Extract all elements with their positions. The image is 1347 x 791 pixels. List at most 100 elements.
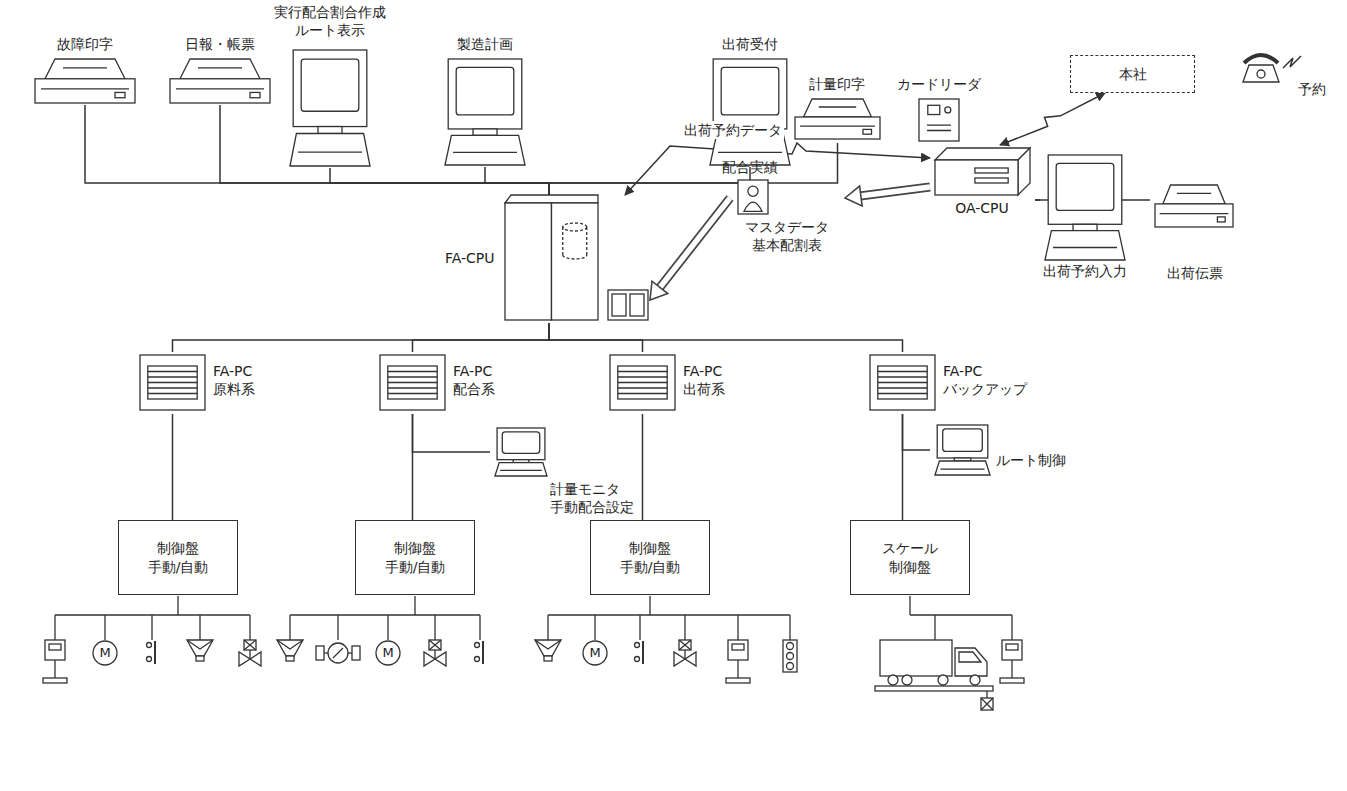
device-icon-part-part <box>41 68 129 89</box>
device-icon-part-part <box>937 425 988 458</box>
text-group: 出荷伝票 <box>1167 264 1223 282</box>
field-device-group-part <box>147 643 152 648</box>
text-group: 計量モニタ 手動配合設定 <box>550 480 640 516</box>
device-icon-part-part <box>453 152 517 153</box>
field-device-group-part <box>239 652 261 666</box>
device-icon-part <box>870 355 935 410</box>
field-device-group-part <box>482 641 484 664</box>
field-device-group-part <box>783 640 797 672</box>
field-device-group-part <box>316 646 324 660</box>
device-icon-part-part <box>456 67 514 115</box>
device-icon-part <box>935 425 990 475</box>
connector-line <box>412 414 413 520</box>
field-device-group-part <box>875 686 993 691</box>
connector-line <box>413 323 550 352</box>
device-icon-part-part <box>45 59 125 79</box>
device-icon-part-part <box>318 127 342 134</box>
text-group: カードリーダ <box>897 75 981 93</box>
data-transfer-arrow-part <box>860 187 930 196</box>
device-icon-part-part <box>1045 231 1125 260</box>
node-label: マスタデータ 基本配割表 <box>740 218 835 254</box>
field-device-group-part <box>290 596 480 640</box>
connector-line <box>172 414 173 520</box>
device-icon-part-part <box>738 180 768 214</box>
printer-node: 出荷伝票 <box>1150 180 1240 284</box>
device-icon-part-part <box>505 195 598 203</box>
node-label: 制御盤 <box>148 539 209 557</box>
node-label: FA-CPU <box>445 249 495 267</box>
field-device-group-part <box>642 641 644 664</box>
device-icon-part-part <box>713 59 787 129</box>
device-icon-part-part <box>148 372 197 394</box>
field-device-group-part <box>959 652 981 662</box>
device-icon-part-part <box>919 99 959 141</box>
oa-cpu-node: OA-CPU <box>930 145 1035 220</box>
device-icon-part <box>380 355 445 410</box>
device-icon-part-part <box>618 372 667 394</box>
connector-line <box>1000 93 1105 145</box>
fa-pc-node: FA-PC 原料系 <box>135 352 275 414</box>
printer-node: 日報・帳票 <box>165 35 275 105</box>
node-label: 手動/自動 <box>620 558 681 576</box>
connector-line-part <box>902 414 904 520</box>
field-device-group-part <box>196 656 204 661</box>
data-transfer-arrow-part <box>650 281 668 300</box>
field-device-group-part <box>54 660 55 678</box>
field-device-group-part <box>154 641 156 664</box>
field-device-group-part <box>737 660 738 678</box>
field-device-group-part <box>49 644 61 650</box>
field-device-group-part <box>888 675 898 685</box>
device-icon-part <box>919 99 959 141</box>
node-label: 計量モニタ 手動配合設定 <box>550 480 640 516</box>
data-transfer-arrow-part <box>845 186 862 206</box>
device-icon-part <box>710 59 790 165</box>
device-icon-part-part <box>445 135 525 165</box>
field-device-group-part <box>1011 660 1012 678</box>
field-device-group-part <box>880 640 952 676</box>
fa-cpu-node: FA-CPU <box>443 195 650 323</box>
device-icon-part-part <box>630 294 644 316</box>
field-device-group-part <box>376 641 400 665</box>
device-icon-part-part <box>870 355 935 410</box>
motor-letter: M <box>589 645 600 662</box>
telephone-icon-part <box>1243 65 1279 82</box>
device-icon-part-part <box>301 59 359 111</box>
note-label: 配合実績 <box>722 158 778 176</box>
device-icon-part-part <box>115 92 125 97</box>
text-group: FA-PC 原料系 <box>213 362 273 398</box>
edge-label: 出荷予約データ <box>682 121 784 139</box>
device-icon-part-part <box>563 223 587 259</box>
field-device-group-part <box>981 698 993 710</box>
text-group: マスタデータ 基本配割表 <box>740 218 835 254</box>
device-icon-part-part <box>610 355 675 410</box>
fa-pc-node: FA-PC 出荷系 <box>605 352 745 414</box>
device-icon-part-part <box>927 125 951 130</box>
connector-line-part <box>903 414 931 450</box>
device-icon-part-part <box>928 105 940 114</box>
note-label: 予約 <box>1298 80 1326 98</box>
device-icon-part-part <box>800 107 875 126</box>
node-label: FA-PC 配合系 <box>453 362 513 398</box>
field-device-group-part <box>1002 640 1022 660</box>
device-icon-part-part <box>804 99 872 117</box>
terminal-node: 実行配合割合作成 ルート表示 <box>260 3 400 168</box>
device-icon-part-part <box>935 461 990 475</box>
field-device-group-part <box>544 656 552 661</box>
text-group: 制御盤手動/自動 <box>385 539 446 575</box>
device-icon-part-part <box>744 202 762 211</box>
field-device-group-part <box>548 596 790 640</box>
device-icon-part-part <box>502 432 539 454</box>
node-label: FA-PC 出荷系 <box>683 362 743 398</box>
node-label: 制御盤 <box>882 558 938 576</box>
text-group: 故障印字 <box>57 35 113 53</box>
device-icon-part-part <box>878 372 927 394</box>
device-icon-part-part <box>608 290 648 320</box>
connector-line-part <box>413 323 550 352</box>
device-icon-part-part <box>1155 204 1233 227</box>
field-device-group-part <box>535 640 561 656</box>
device-icon-part-part <box>495 463 547 476</box>
device-icon-part <box>1155 185 1233 227</box>
telephone-icon <box>1243 55 1301 82</box>
device-icon-part-part <box>1163 185 1225 204</box>
device-icon-part-part <box>612 294 626 316</box>
